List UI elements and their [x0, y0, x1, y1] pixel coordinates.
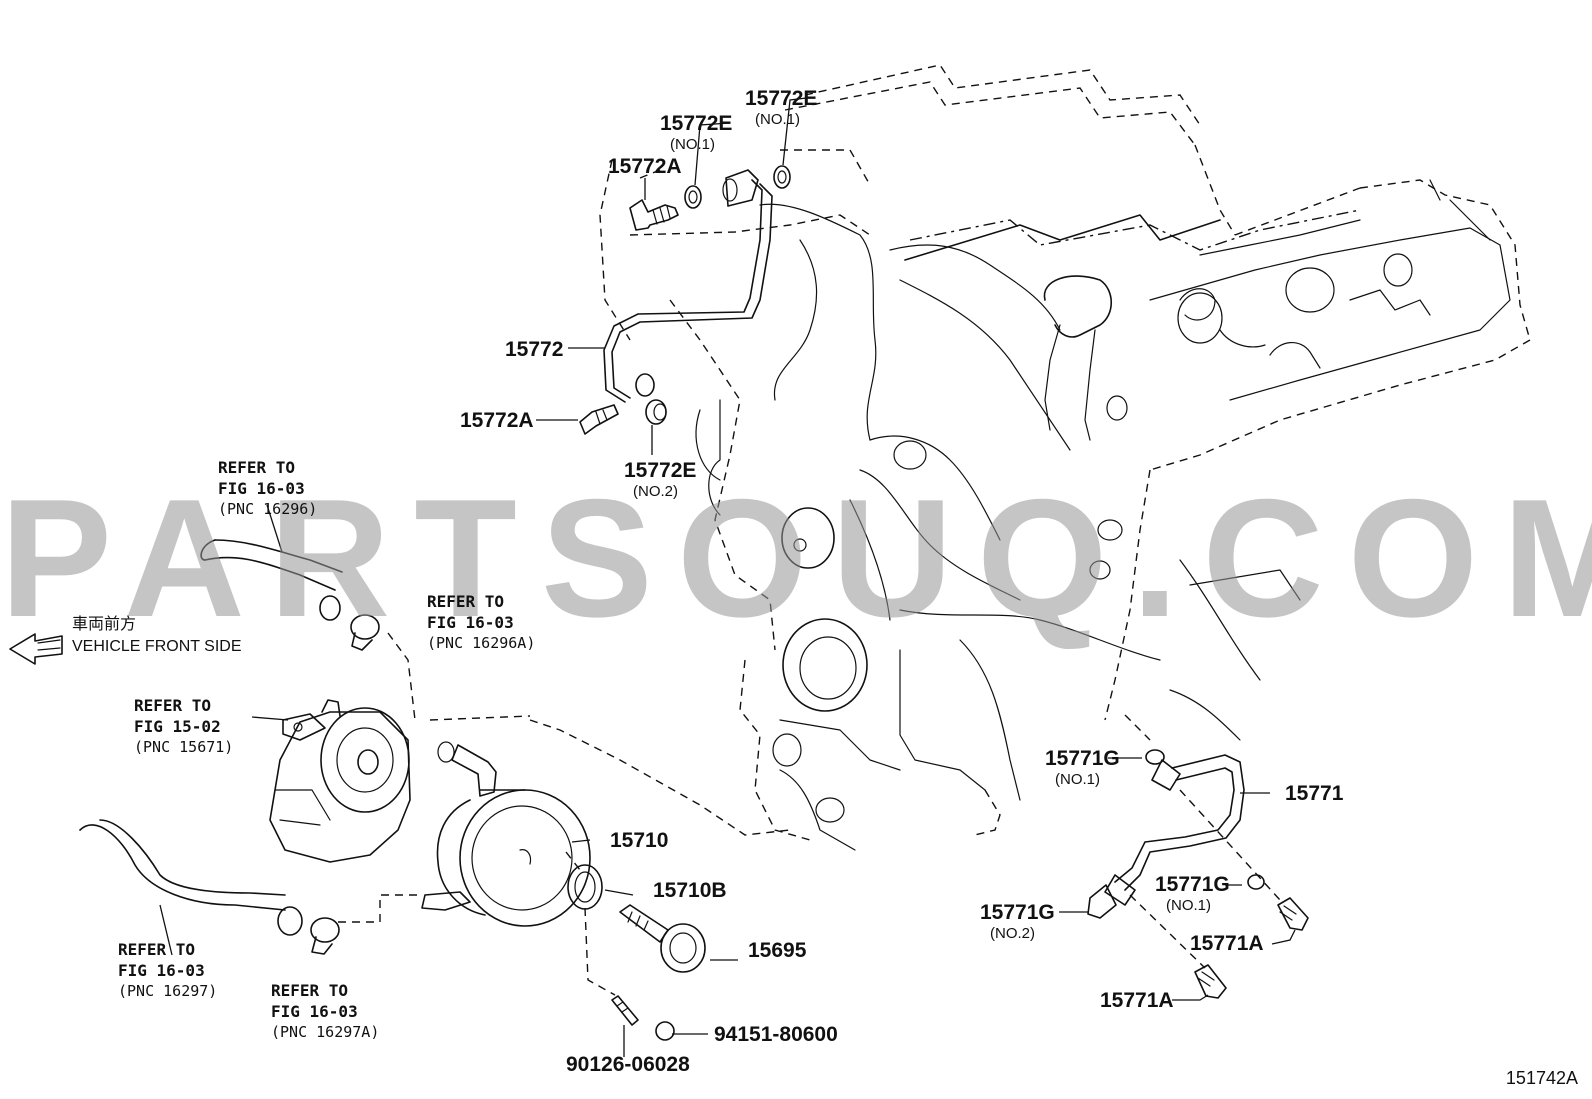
- reference-line1: REFER TO: [118, 940, 196, 959]
- front-direction-label: 車両前方 VEHICLE FRONT SIDE: [72, 614, 242, 657]
- callout-15771G-c-sub: (NO.2): [990, 925, 1035, 942]
- oil-pipe-15771: [1087, 714, 1309, 999]
- callout-15772A-low[interactable]: 15772A: [460, 409, 534, 432]
- reference-line2: FIG 16-03: [218, 478, 305, 498]
- front-direction-arrow: [9, 633, 63, 665]
- hose-ref-16296: [200, 504, 343, 621]
- stud-90126: [611, 995, 639, 1026]
- callout-15771A-a[interactable]: 15771A: [1190, 932, 1264, 955]
- callout-15772E-top[interactable]: 15772E: [745, 87, 818, 110]
- reference-line2: FIG 16-03: [427, 612, 514, 632]
- reference-line3: (PNC 16297A): [271, 1022, 380, 1041]
- reference-pnc-16296[interactable]: REFER TO FIG 16-03 (PNC 16296): [218, 458, 317, 519]
- engine-block-detail: [695, 179, 1511, 851]
- front-direction-japanese: 車両前方: [72, 616, 137, 633]
- callout-15771A-b[interactable]: 15771A: [1100, 989, 1174, 1012]
- nut-94151: [655, 1021, 675, 1041]
- clamp-ref-16296A: [350, 614, 380, 651]
- callout-15772E-low[interactable]: 15772E: [624, 459, 697, 482]
- callout-15771G-a[interactable]: 15771G: [1045, 747, 1120, 770]
- gasket-15710B: [567, 864, 603, 910]
- reference-line2: FIG 15-02: [134, 716, 221, 736]
- callout-15710[interactable]: 15710: [610, 829, 669, 852]
- engine-block-outline: [429, 64, 1531, 841]
- reference-line3: (PNC 16297): [118, 981, 218, 1000]
- callout-94151-80600[interactable]: 94151-80600: [714, 1023, 838, 1046]
- reference-line1: REFER TO: [218, 458, 296, 477]
- filter-bracket-ref-15671: [251, 699, 411, 863]
- callout-15772E-mid[interactable]: 15772E: [660, 112, 733, 135]
- reference-line3: (PNC 16296A): [427, 633, 536, 652]
- callout-90126-06028[interactable]: 90126-06028: [566, 1053, 690, 1076]
- reference-line3: (PNC 15671): [134, 737, 234, 756]
- callout-15772E-mid-sub: (NO.1): [670, 136, 715, 153]
- callout-15710B[interactable]: 15710B: [653, 879, 727, 902]
- callout-15771G-b[interactable]: 15771G: [1155, 873, 1230, 896]
- callout-15771G-c[interactable]: 15771G: [980, 901, 1055, 924]
- reference-line2: FIG 16-03: [118, 960, 205, 980]
- diagram-code: 151742A: [1505, 1068, 1578, 1088]
- reference-pnc-16296A[interactable]: REFER TO FIG 16-03 (PNC 16296A): [427, 592, 535, 653]
- oil-pipe-15772: [579, 165, 791, 435]
- callout-15771[interactable]: 15771: [1285, 782, 1344, 805]
- reference-line2: FIG 16-03: [271, 1001, 358, 1021]
- oil-cooler-15710: [421, 741, 591, 927]
- leader-lines: [536, 96, 1296, 1057]
- reference-line1: REFER TO: [271, 981, 349, 1000]
- callout-15772E-top-sub: (NO.1): [755, 111, 800, 128]
- front-direction-english: VEHICLE FRONT SIDE: [72, 637, 242, 655]
- union-bolt-15695: [619, 904, 706, 973]
- reference-pnc-15671[interactable]: REFER TO FIG 15-02 (PNC 15671): [134, 696, 233, 757]
- clamp-ref-16297A: [310, 894, 418, 955]
- callout-15772[interactable]: 15772: [505, 338, 564, 361]
- callout-15772A-top[interactable]: 15772A: [608, 155, 682, 178]
- callout-15771G-b-sub: (NO.1): [1166, 897, 1211, 914]
- reference-line1: REFER TO: [134, 696, 212, 715]
- callout-15772E-low-sub: (NO.2): [633, 483, 678, 500]
- callout-15771G-a-sub: (NO.1): [1055, 771, 1100, 788]
- callout-15695[interactable]: 15695: [748, 939, 807, 962]
- reference-line3: (PNC 16296): [218, 499, 318, 518]
- hose-ref-16297: [79, 819, 303, 956]
- reference-pnc-16297A[interactable]: REFER TO FIG 16-03 (PNC 16297A): [271, 981, 379, 1042]
- reference-line1: REFER TO: [427, 592, 505, 611]
- reference-pnc-16297[interactable]: REFER TO FIG 16-03 (PNC 16297): [118, 940, 217, 1001]
